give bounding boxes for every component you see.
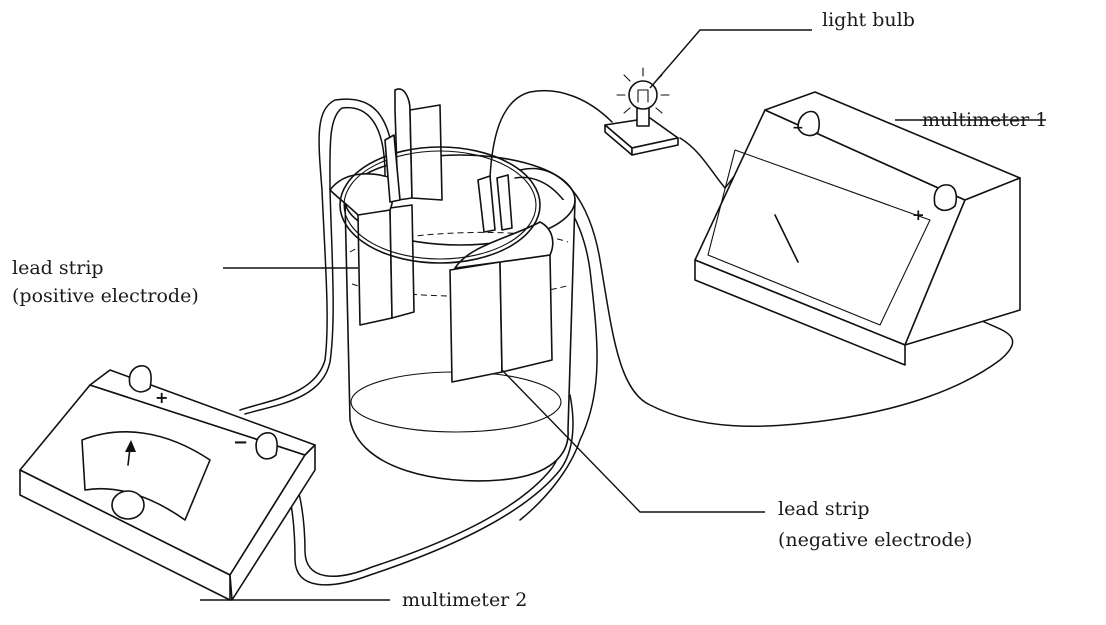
multimeter-1: − + <box>694 91 1021 366</box>
support-ring <box>339 146 541 264</box>
label-lead-strip-positive-line1: lead strip <box>12 257 104 279</box>
label-lead-strip-negative-line2: (negative electrode) <box>778 529 973 551</box>
leader-light-bulb <box>649 29 812 89</box>
multimeter-1-plus-sign: + <box>912 206 925 224</box>
label-lead-strip-positive-line2: (positive electrode) <box>12 285 199 307</box>
multimeter-1-front-bottom <box>694 259 906 366</box>
multimeter-2-scale <box>81 431 211 521</box>
clip-middle <box>477 175 496 233</box>
bulb-filament <box>637 89 649 103</box>
multimeter-2-plus-terminal <box>128 365 152 393</box>
label-multimeter-2: multimeter 2 <box>402 589 528 611</box>
multimeter-2-knob <box>111 490 145 520</box>
multimeter-2-plus-sign: + <box>155 388 168 407</box>
clips <box>384 134 513 233</box>
label-multimeter-1: multimeter 1 <box>922 109 1048 131</box>
label-lead-strip-negative-line1: lead strip <box>778 498 870 520</box>
wire-strip-to-multimeter-1-b <box>514 176 598 521</box>
lead-strip-negative-front <box>449 261 503 383</box>
support-ring-inner <box>343 150 537 260</box>
wire-electrode-to-bulb <box>489 89 613 179</box>
wire-multimeter-2-minus <box>267 394 574 586</box>
label-light-bulb: light bulb <box>822 9 915 31</box>
multimeter-2-minus-terminal <box>255 432 278 460</box>
lead-strip-positive-side <box>389 204 415 319</box>
leader-lines <box>200 29 1046 601</box>
clip-left <box>384 134 401 203</box>
wire-positive-strip-to-multimeter-2-b <box>244 106 386 415</box>
lead-strip-positive-front <box>357 207 393 326</box>
multimeter-2-needle-tip <box>125 440 136 452</box>
lead-strip-back <box>409 104 443 201</box>
multimeter-1-minus-sign: − <box>792 120 804 136</box>
multimeter-1-needle <box>774 214 799 263</box>
lead-strip-back-clip <box>394 88 413 201</box>
multimeter-2-right <box>229 444 316 601</box>
multimeter-1-plus-terminal <box>933 184 958 212</box>
bulb-base-right <box>631 137 679 156</box>
clip-right <box>496 174 513 231</box>
multimeter-2: + − <box>19 365 316 601</box>
multimeter-1-display <box>707 149 931 326</box>
multimeter-2-minus-sign: − <box>233 432 248 453</box>
leader-lead-strip-negative <box>501 369 765 513</box>
wires <box>239 89 1014 586</box>
light-bulb <box>604 67 679 156</box>
liquid-surface-back <box>349 231 569 253</box>
multimeter-1-right <box>904 177 1021 346</box>
lead-strip-negative-side <box>499 254 553 373</box>
bulb-socket <box>636 107 650 127</box>
multimeter-1-minus-terminal <box>797 110 820 137</box>
wire-positive-strip-to-multimeter-2 <box>239 98 396 411</box>
